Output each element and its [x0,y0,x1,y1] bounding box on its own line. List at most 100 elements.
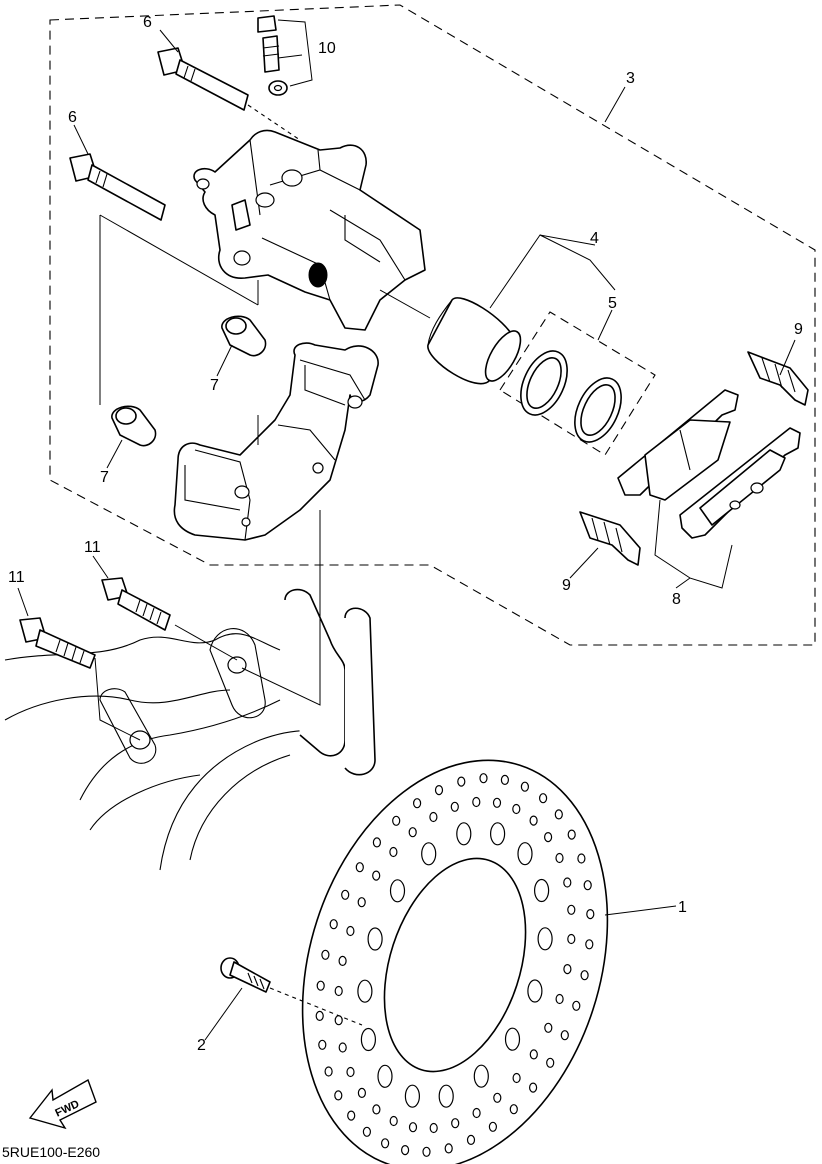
pad-support-upper [747,351,809,406]
disc-small-hole [538,793,548,804]
disc-small-hole [543,831,553,843]
callout-leaders [17,29,796,1041]
callout-7-upper: 7 [210,377,219,394]
disc-small-hole [580,970,589,981]
disc-small-hole [451,1118,460,1129]
callout-11-lower: 11 [8,569,25,586]
disc-small-hole [528,1082,538,1093]
disc-small-hole [389,1115,398,1127]
disc-small-hole [329,919,338,930]
disc-small-hole [316,980,325,991]
disc-small-hole [389,846,398,858]
disc-small-hole [324,1066,333,1077]
callout-10: 10 [318,40,336,57]
disc-small-hole [372,1104,381,1115]
disc-small-hole [450,801,459,812]
pin-bolt-upper [157,47,249,111]
disc-small-hole [429,811,438,823]
disc-large-hole [537,927,553,951]
disc-small-hole [567,904,576,915]
disc-small-hole [500,774,509,786]
disc-large-hole [404,1084,420,1108]
disc-small-hole [583,880,592,891]
disc-small-hole [338,955,347,967]
brake-pad-rear [679,427,801,539]
disc-small-hole [472,1107,481,1119]
disc-small-hole [334,985,343,997]
piston-seal-kit [499,311,656,456]
disc-small-hole [334,1015,343,1026]
disc-large-hole [456,822,472,846]
disc-large-hole [360,1027,376,1052]
disc-large-hole [438,1084,454,1108]
callout-2: 2 [197,1037,206,1054]
disc-small-hole [560,1030,569,1041]
disc-small-hole [529,815,538,826]
disc-small-hole [509,1104,518,1115]
disc-small-hole [444,1143,453,1154]
callout-6-lower: 6 [68,109,77,126]
disc-large-hole [357,979,373,1003]
disc-small-hole [554,809,563,820]
callout-3: 3 [626,70,635,87]
disc-small-hole [520,781,530,792]
callout-1: 1 [678,899,687,916]
disc-small-hole [372,870,381,881]
disc-small-hole [346,1066,355,1078]
disc-small-hole [355,862,364,873]
disc-small-hole [472,796,481,808]
disc-small-hole [434,784,444,796]
disc-small-hole [567,933,576,945]
disc-small-hole [572,1000,581,1011]
disc-small-hole [429,1122,438,1134]
disc-small-hole [577,853,586,864]
disc-small-hole [563,877,572,888]
disc-small-hole [422,1146,431,1157]
disc-small-hole [493,1092,502,1103]
disc-small-hole [362,1126,371,1137]
callout-9-upper: 9 [794,321,803,338]
caliper-bracket [173,342,379,541]
disc-small-hole [357,1087,366,1099]
callout-9-lower: 9 [562,577,571,594]
disc-small-hole [392,815,401,826]
disc-small-hole [488,1121,497,1132]
disc-small-hole [357,897,366,908]
disc-large-hole [421,842,437,866]
disc-large-hole [377,1064,393,1088]
disc-small-hole [492,797,502,808]
disc-small-hole [408,827,417,838]
disc-small-hole [466,1134,476,1146]
forward-arrow-icon: FWD [28,1078,97,1130]
callout-8: 8 [672,591,681,608]
disc-large-hole [367,927,383,951]
disc-small-hole [346,925,355,937]
pin-bolt-lower [69,153,166,221]
disc-small-hole [512,803,521,815]
callout-7-lower: 7 [100,469,109,486]
disc-small-hole [567,829,576,840]
disc-small-hole [586,908,595,920]
disc-small-hole [372,837,381,848]
brake-disc [301,759,609,1164]
disc-large-hole [473,1064,489,1088]
caliper-housing [193,129,426,331]
assembly-reference-lines [94,104,431,1026]
disc-small-hole [341,889,350,900]
disc-small-hole [544,1022,553,1033]
brake-pad-front [617,389,739,501]
caliper-bolt-lower [19,617,96,669]
callout-6-upper: 6 [143,14,152,31]
pad-support-lower [579,511,641,566]
caliper-assembly-boundary [49,4,816,646]
disc-small-hole [413,798,422,809]
disc-small-hole [321,949,330,960]
disc-small-hole [334,1090,343,1101]
callout-4: 4 [590,230,599,247]
disc-small-hole [546,1057,555,1068]
callout-5: 5 [608,295,617,312]
disc-small-hole [338,1042,347,1053]
disc-small-hole [512,1072,521,1084]
boot-lower [111,405,157,447]
